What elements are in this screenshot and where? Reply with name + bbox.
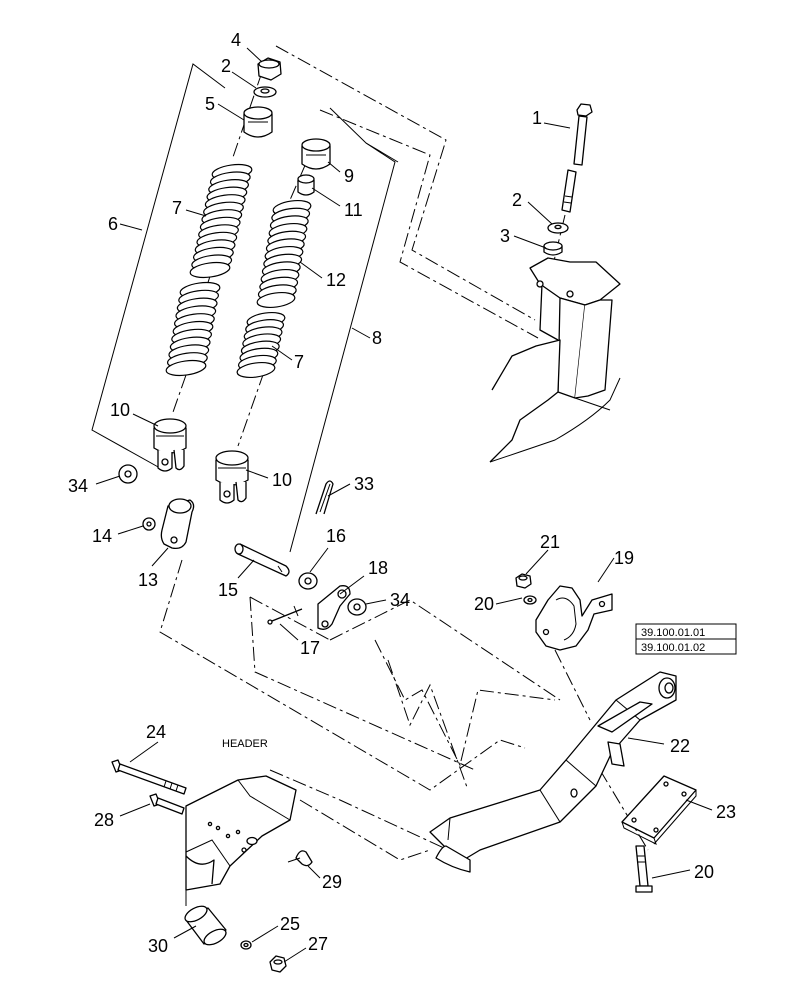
pin-17 [267, 605, 303, 625]
bolt-1 [561, 103, 593, 213]
callout-7: 7 [294, 352, 304, 372]
callout-5: 6 [108, 214, 118, 234]
callout-34: 34 [68, 476, 88, 496]
link-18 [317, 585, 351, 630]
callout-13: 13 [138, 570, 158, 590]
washer-16 [298, 572, 318, 590]
spring-coil [165, 359, 207, 377]
cotter-pin-33 [315, 480, 334, 515]
reference-1[interactable]: 39.100.01.01 [641, 627, 705, 639]
header-label: HEADER [222, 738, 268, 750]
clamp-19 [535, 585, 613, 651]
bushing-6 [243, 106, 273, 138]
frame-arm-23 [429, 671, 677, 873]
callout-16: 16 [326, 526, 346, 546]
washer-27 [240, 940, 252, 950]
callout-18: 18 [368, 558, 388, 578]
callout-11: 11 [344, 200, 363, 220]
callout-7: 7 [172, 198, 182, 218]
callout-2: 2 [512, 190, 522, 210]
reference-box[interactable]: 39.100.01.01 39.100.01.02 [635, 623, 737, 655]
callout-33: 33 [354, 474, 374, 494]
callout-9: 9 [344, 166, 354, 186]
spring-7-lower-right [236, 311, 286, 379]
leader-lines [95, 47, 713, 963]
bolt-29 [149, 793, 185, 815]
callout-10: 10 [272, 470, 292, 490]
nut-28 [269, 955, 287, 973]
callout-15: 15 [218, 580, 238, 600]
callout-32: 30 [148, 936, 168, 956]
bushing-32 [184, 905, 227, 946]
callout-24: 23 [716, 802, 736, 822]
pin-15 [234, 543, 290, 577]
eye-end-10-left [153, 418, 187, 472]
spring-coil [189, 261, 231, 279]
washer-21 [523, 595, 537, 605]
spring-7-upper-left [189, 163, 253, 279]
washer-14 [142, 517, 156, 531]
callout-23: 22 [670, 736, 690, 756]
washer-34-left [118, 464, 138, 484]
callout-14: 14 [92, 526, 112, 546]
callout-4: 4 [231, 30, 241, 50]
callout-34: 34 [390, 590, 410, 610]
bushing-9 [301, 138, 331, 170]
spring-coil [236, 361, 276, 379]
clip-30 [287, 850, 313, 867]
washer-2-right [547, 222, 569, 234]
bolt-25 [111, 759, 187, 795]
washer-2-left [253, 86, 277, 98]
callout-12: 12 [326, 270, 346, 290]
callout-labels: 4 2 5 6 7 1 2 3 9 11 12 7 8 10 10 34 14 … [68, 30, 736, 956]
frame-bracket-upper [489, 257, 621, 463]
callout-22: 21 [540, 532, 560, 552]
callout-28: 27 [308, 934, 328, 954]
reference-2[interactable]: 39.100.01.02 [641, 642, 705, 654]
eye-end-10-right [215, 450, 249, 504]
bolt-20 [635, 845, 653, 893]
callout-30: 29 [322, 872, 342, 892]
callout-19: 19 [614, 548, 634, 568]
nut-4 [257, 57, 282, 81]
callout-3: 3 [500, 226, 510, 246]
spring-7-lower-left [165, 281, 221, 377]
plate-24 [621, 775, 697, 845]
callout-1: 1 [532, 108, 542, 128]
header-bracket [185, 775, 297, 891]
callout-6: 5 [205, 94, 215, 114]
callout-21: 20 [474, 594, 494, 614]
bushing-11 [297, 174, 315, 196]
callout-2: 2 [221, 56, 231, 76]
callout-25: 24 [146, 722, 166, 742]
spacer-3 [543, 241, 563, 256]
washer-34-right [347, 598, 367, 616]
callout-29: 28 [94, 810, 114, 830]
nut-22 [515, 573, 532, 589]
callout-10: 10 [110, 400, 130, 420]
callout-17: 17 [300, 638, 320, 658]
spring-12 [256, 199, 312, 309]
callout-27: 25 [280, 914, 300, 934]
callout-8: 8 [372, 328, 382, 348]
link-13 [160, 498, 195, 550]
spring-coil [256, 291, 296, 309]
callout-20: 20 [694, 862, 714, 882]
